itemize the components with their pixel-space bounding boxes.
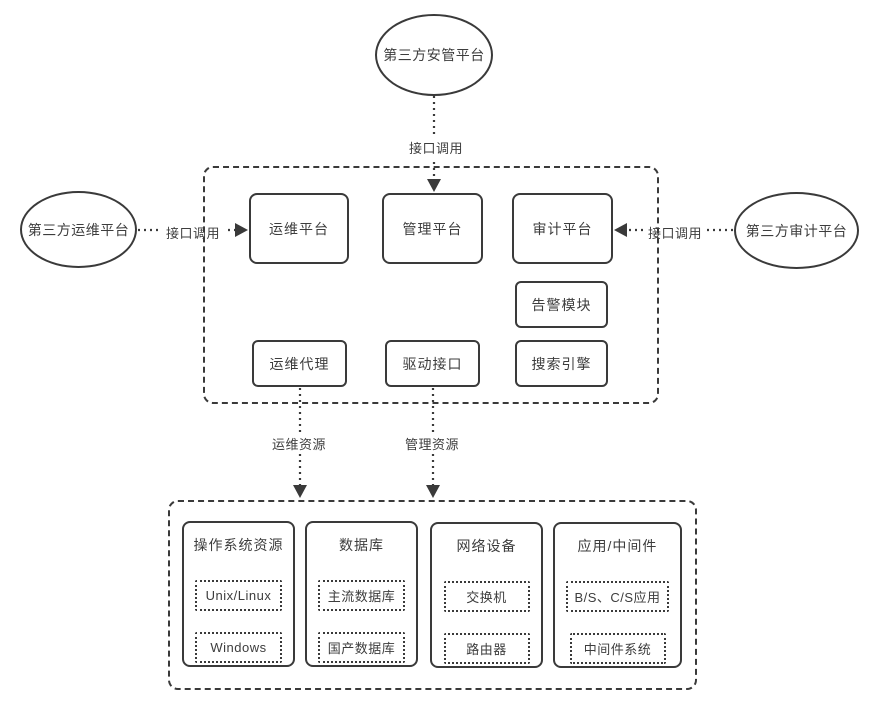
- resource-dashed-container: [168, 500, 697, 690]
- platform-dashed-container: [203, 166, 659, 404]
- domestic-db-item: 国产数据库: [318, 632, 405, 663]
- middleware-system-item: 中间件系统: [569, 633, 666, 664]
- arrowhead-down-mgmt-icon: [426, 485, 440, 498]
- search-engine-label: 搜索引擎: [531, 355, 592, 372]
- ellipse-third-party-audit-platform: 第三方审计平台: [734, 192, 859, 269]
- driver-interface-box: 驱动接口: [385, 340, 480, 387]
- windows-item: Windows: [195, 632, 282, 663]
- os-resources-title: 操作系统资源: [193, 537, 284, 553]
- network-devices-title: 网络设备: [456, 538, 517, 554]
- ellipse-third-party-security-platform: 第三方安管平台: [375, 14, 493, 96]
- third-party-audit-platform-label: 第三方审计平台: [745, 222, 848, 239]
- ops-platform-label: 运维平台: [269, 220, 329, 237]
- search-engine-box: 搜索引擎: [515, 340, 608, 387]
- left-interface-call-label: 接口调用: [162, 222, 225, 243]
- mgmt-platform-box: 管理平台: [382, 193, 483, 264]
- audit-platform-box: 审计平台: [512, 193, 613, 264]
- switch-item: 交换机: [443, 581, 530, 612]
- ellipse-third-party-ops-platform: 第三方运维平台: [20, 191, 137, 268]
- audit-platform-label: 审计平台: [532, 220, 593, 237]
- mainstream-db-item: 主流数据库: [318, 580, 405, 611]
- ops-agent-box: 运维代理: [252, 340, 347, 387]
- driver-interface-label: 驱动接口: [402, 355, 463, 372]
- mgmt-resources-label: 管理资源: [401, 433, 464, 454]
- database-column: 数据库 主流数据库 国产数据库: [305, 521, 418, 667]
- database-title: 数据库: [339, 537, 384, 553]
- arrowhead-down-ops-icon: [293, 485, 307, 498]
- top-interface-call-label: 接口调用: [405, 137, 468, 158]
- ops-agent-label: 运维代理: [269, 355, 330, 372]
- third-party-ops-platform-label: 第三方运维平台: [27, 221, 130, 238]
- ops-platform-box: 运维平台: [249, 193, 349, 264]
- mgmt-platform-label: 管理平台: [402, 220, 463, 237]
- os-resources-column: 操作系统资源 Unix/Linux Windows: [182, 521, 295, 667]
- app-middleware-column: 应用/中间件 B/S、C/S应用 中间件系统: [553, 522, 682, 668]
- router-item: 路由器: [443, 633, 530, 664]
- network-devices-column: 网络设备 交换机 路由器: [430, 522, 543, 668]
- unix-linux-item: Unix/Linux: [195, 580, 282, 611]
- alert-module-box: 告警模块: [515, 281, 608, 328]
- right-interface-call-label: 接口调用: [644, 222, 707, 243]
- app-middleware-title: 应用/中间件: [577, 538, 658, 554]
- bs-cs-app-item: B/S、C/S应用: [566, 581, 669, 612]
- ops-resources-label: 运维资源: [268, 433, 331, 454]
- alert-module-label: 告警模块: [531, 296, 592, 313]
- third-party-security-platform-label: 第三方安管平台: [383, 47, 485, 63]
